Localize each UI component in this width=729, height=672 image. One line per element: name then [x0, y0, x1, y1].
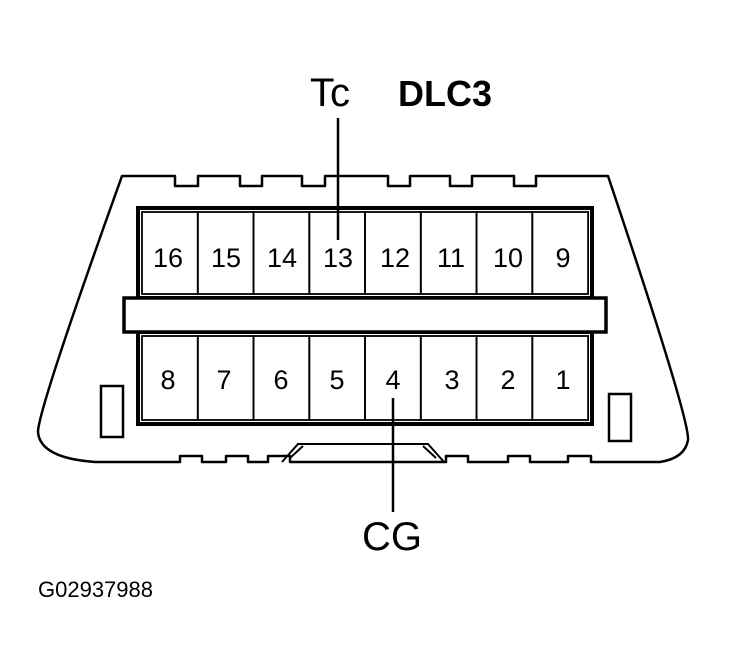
pin-9-cell — [531, 211, 589, 295]
pin-12-label: 12 — [380, 243, 410, 273]
connector-title: DLC3 — [398, 73, 492, 114]
pin-4-label-backdrop — [381, 364, 405, 394]
left-latch — [99, 384, 125, 439]
tc-callout-label: Tc — [310, 71, 350, 115]
pin-1-label: 1 — [555, 365, 570, 395]
right-latch — [607, 392, 633, 443]
separator-bar — [122, 296, 608, 334]
top-row-cells — [141, 211, 589, 295]
connector-housing — [36, 174, 690, 464]
bottom-row-cells — [141, 335, 589, 421]
pin-10-label: 10 — [493, 243, 523, 273]
connector-key — [281, 443, 445, 463]
pin-6-label: 6 — [273, 365, 288, 395]
cg-callout-label: CG — [362, 515, 422, 559]
pin-16-label: 16 — [153, 243, 183, 273]
bottom-row-pin-labels: 8 7 6 5 4 3 2 1 — [160, 364, 571, 395]
pin-13-label: 13 — [323, 243, 353, 273]
top-row-pin-labels: 16 15 14 13 12 11 10 9 — [153, 243, 571, 273]
pin-5-label: 5 — [329, 365, 344, 395]
pin-14-label: 14 — [267, 243, 297, 273]
pin-11-label: 11 — [437, 243, 465, 273]
pin-15-label: 15 — [211, 243, 241, 273]
pin-1-cell — [531, 335, 589, 421]
pin-8-label: 8 — [160, 365, 175, 395]
figure-code: G02937988 — [38, 577, 153, 602]
pin-9-label: 9 — [555, 243, 570, 273]
pin-2-label: 2 — [500, 365, 515, 395]
pin-4-label: 4 — [385, 365, 400, 395]
pin-3-label: 3 — [444, 365, 459, 395]
pin-7-label: 7 — [216, 365, 231, 395]
